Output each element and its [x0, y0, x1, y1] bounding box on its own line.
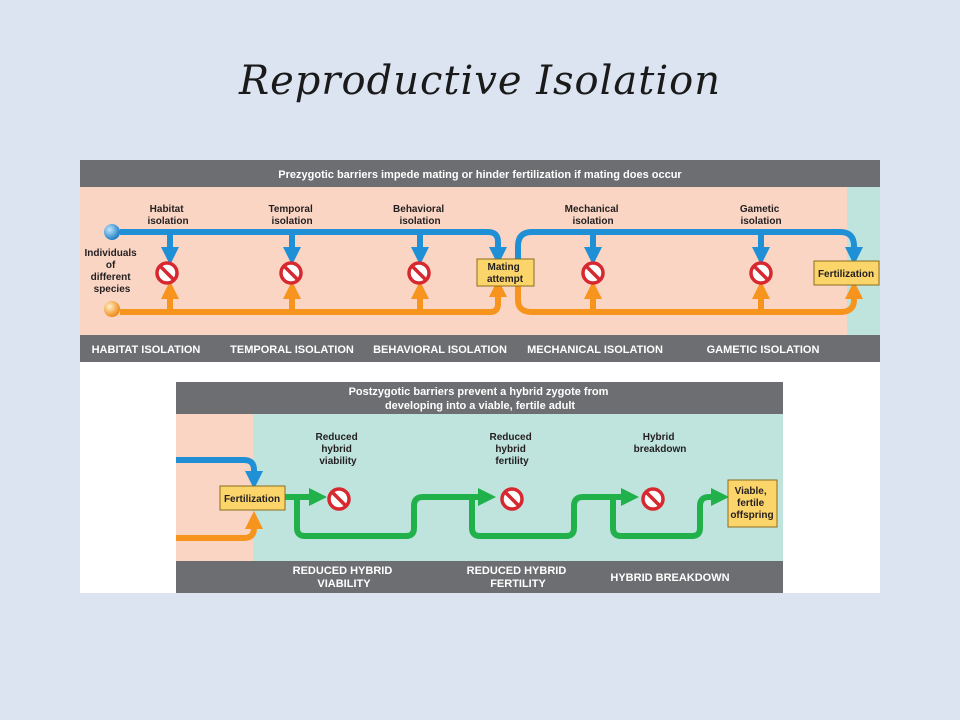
- habitat-isolation-label: Habitat isolation: [147, 204, 188, 227]
- behavioral-no-symbol-icon: [407, 261, 431, 285]
- gametic-isolation-footer: GAMETIC ISOLATION: [707, 344, 820, 356]
- mechanical-no-symbol-icon: [581, 261, 605, 285]
- behavioral-isolation-footer: BEHAVIORAL ISOLATION: [373, 344, 507, 356]
- mating-attempt-box: [476, 258, 535, 287]
- species-b-path-to-mating: [120, 279, 507, 315]
- incoming-blue-path: [176, 457, 263, 489]
- reduced-hybrid-fertility-label: Reduced hybrid fertility: [489, 432, 534, 467]
- green-path-to-offspring: [610, 488, 729, 539]
- species-a-path-to-mating: [120, 229, 507, 265]
- species-b-circle: [104, 301, 120, 317]
- postzygotic-fertilization-label: Fertilization: [224, 494, 280, 505]
- fertility-no-symbol-icon: [500, 487, 524, 511]
- reproductive-isolation-figure: Prezygotic barriers impede mating or hin…: [80, 160, 880, 593]
- prezygotic-fertilization-label: Fertilization: [818, 269, 874, 280]
- mechanical-isolation-label: Mechanical isolation: [565, 204, 622, 227]
- postzygotic-fertilization-box: [219, 485, 286, 511]
- species-a-circle: [104, 224, 120, 240]
- green-path-to-breakdown: [469, 488, 639, 539]
- hybrid-breakdown-label: Hybrid breakdown: [634, 432, 687, 455]
- mating-attempt-label: Mating attempt: [487, 262, 524, 285]
- slide-title: Reproductive Isolation: [239, 58, 721, 104]
- behavioral-isolation-label: Behavioral isolation: [393, 204, 447, 227]
- gametic-no-symbol-icon: [749, 261, 773, 285]
- prezygotic-footer-bar: [80, 335, 880, 362]
- habitat-no-symbol-icon: [155, 261, 179, 285]
- green-path-to-fertility: [294, 488, 496, 539]
- temporal-isolation-label: Temporal isolation: [268, 204, 315, 227]
- postzygotic-header-bar: [176, 382, 783, 414]
- breakdown-no-symbol-icon: [641, 487, 665, 511]
- temporal-no-symbol-icon: [279, 261, 303, 285]
- isolation-diagram: Prezygotic barriers impede mating or hin…: [80, 160, 880, 593]
- mating-to-fertilization-orange-path: [515, 281, 863, 315]
- reduced-hybrid-fertility-footer: REDUCED HYBRID FERTILITY: [467, 565, 570, 590]
- postzygotic-footer-bar: [176, 561, 783, 593]
- prezygotic-header-text: Prezygotic barriers impede mating or hin…: [278, 169, 682, 181]
- viability-no-symbol-icon: [327, 487, 351, 511]
- start-label: Individuals of different species: [84, 248, 139, 295]
- prezygotic-header-bar: [80, 160, 880, 187]
- viable-fertile-offspring-box: [727, 479, 778, 528]
- prezygotic-fertilization-box: [813, 260, 880, 286]
- reduced-hybrid-viability-footer: REDUCED HYBRID VIABILITY: [293, 565, 396, 590]
- reduced-hybrid-viability-label: Reduced hybrid viability: [315, 432, 360, 467]
- postzygotic-header-text: Postzygotic barriers prevent a hybrid zy…: [349, 386, 612, 412]
- postzygotic-panel: Postzygotic barriers prevent a hybrid zy…: [176, 382, 783, 593]
- viable-fertile-offspring-label: Viable, fertile offspring: [730, 486, 773, 521]
- mating-to-fertilization-blue-path: [515, 229, 863, 272]
- hybrid-breakdown-footer: HYBRID BREAKDOWN: [610, 572, 729, 584]
- incoming-orange-path: [176, 511, 263, 541]
- habitat-isolation-footer: HABITAT ISOLATION: [92, 344, 201, 356]
- mechanical-isolation-footer: MECHANICAL ISOLATION: [527, 344, 663, 356]
- temporal-isolation-footer: TEMPORAL ISOLATION: [230, 344, 354, 356]
- gametic-isolation-label: Gametic isolation: [740, 204, 782, 227]
